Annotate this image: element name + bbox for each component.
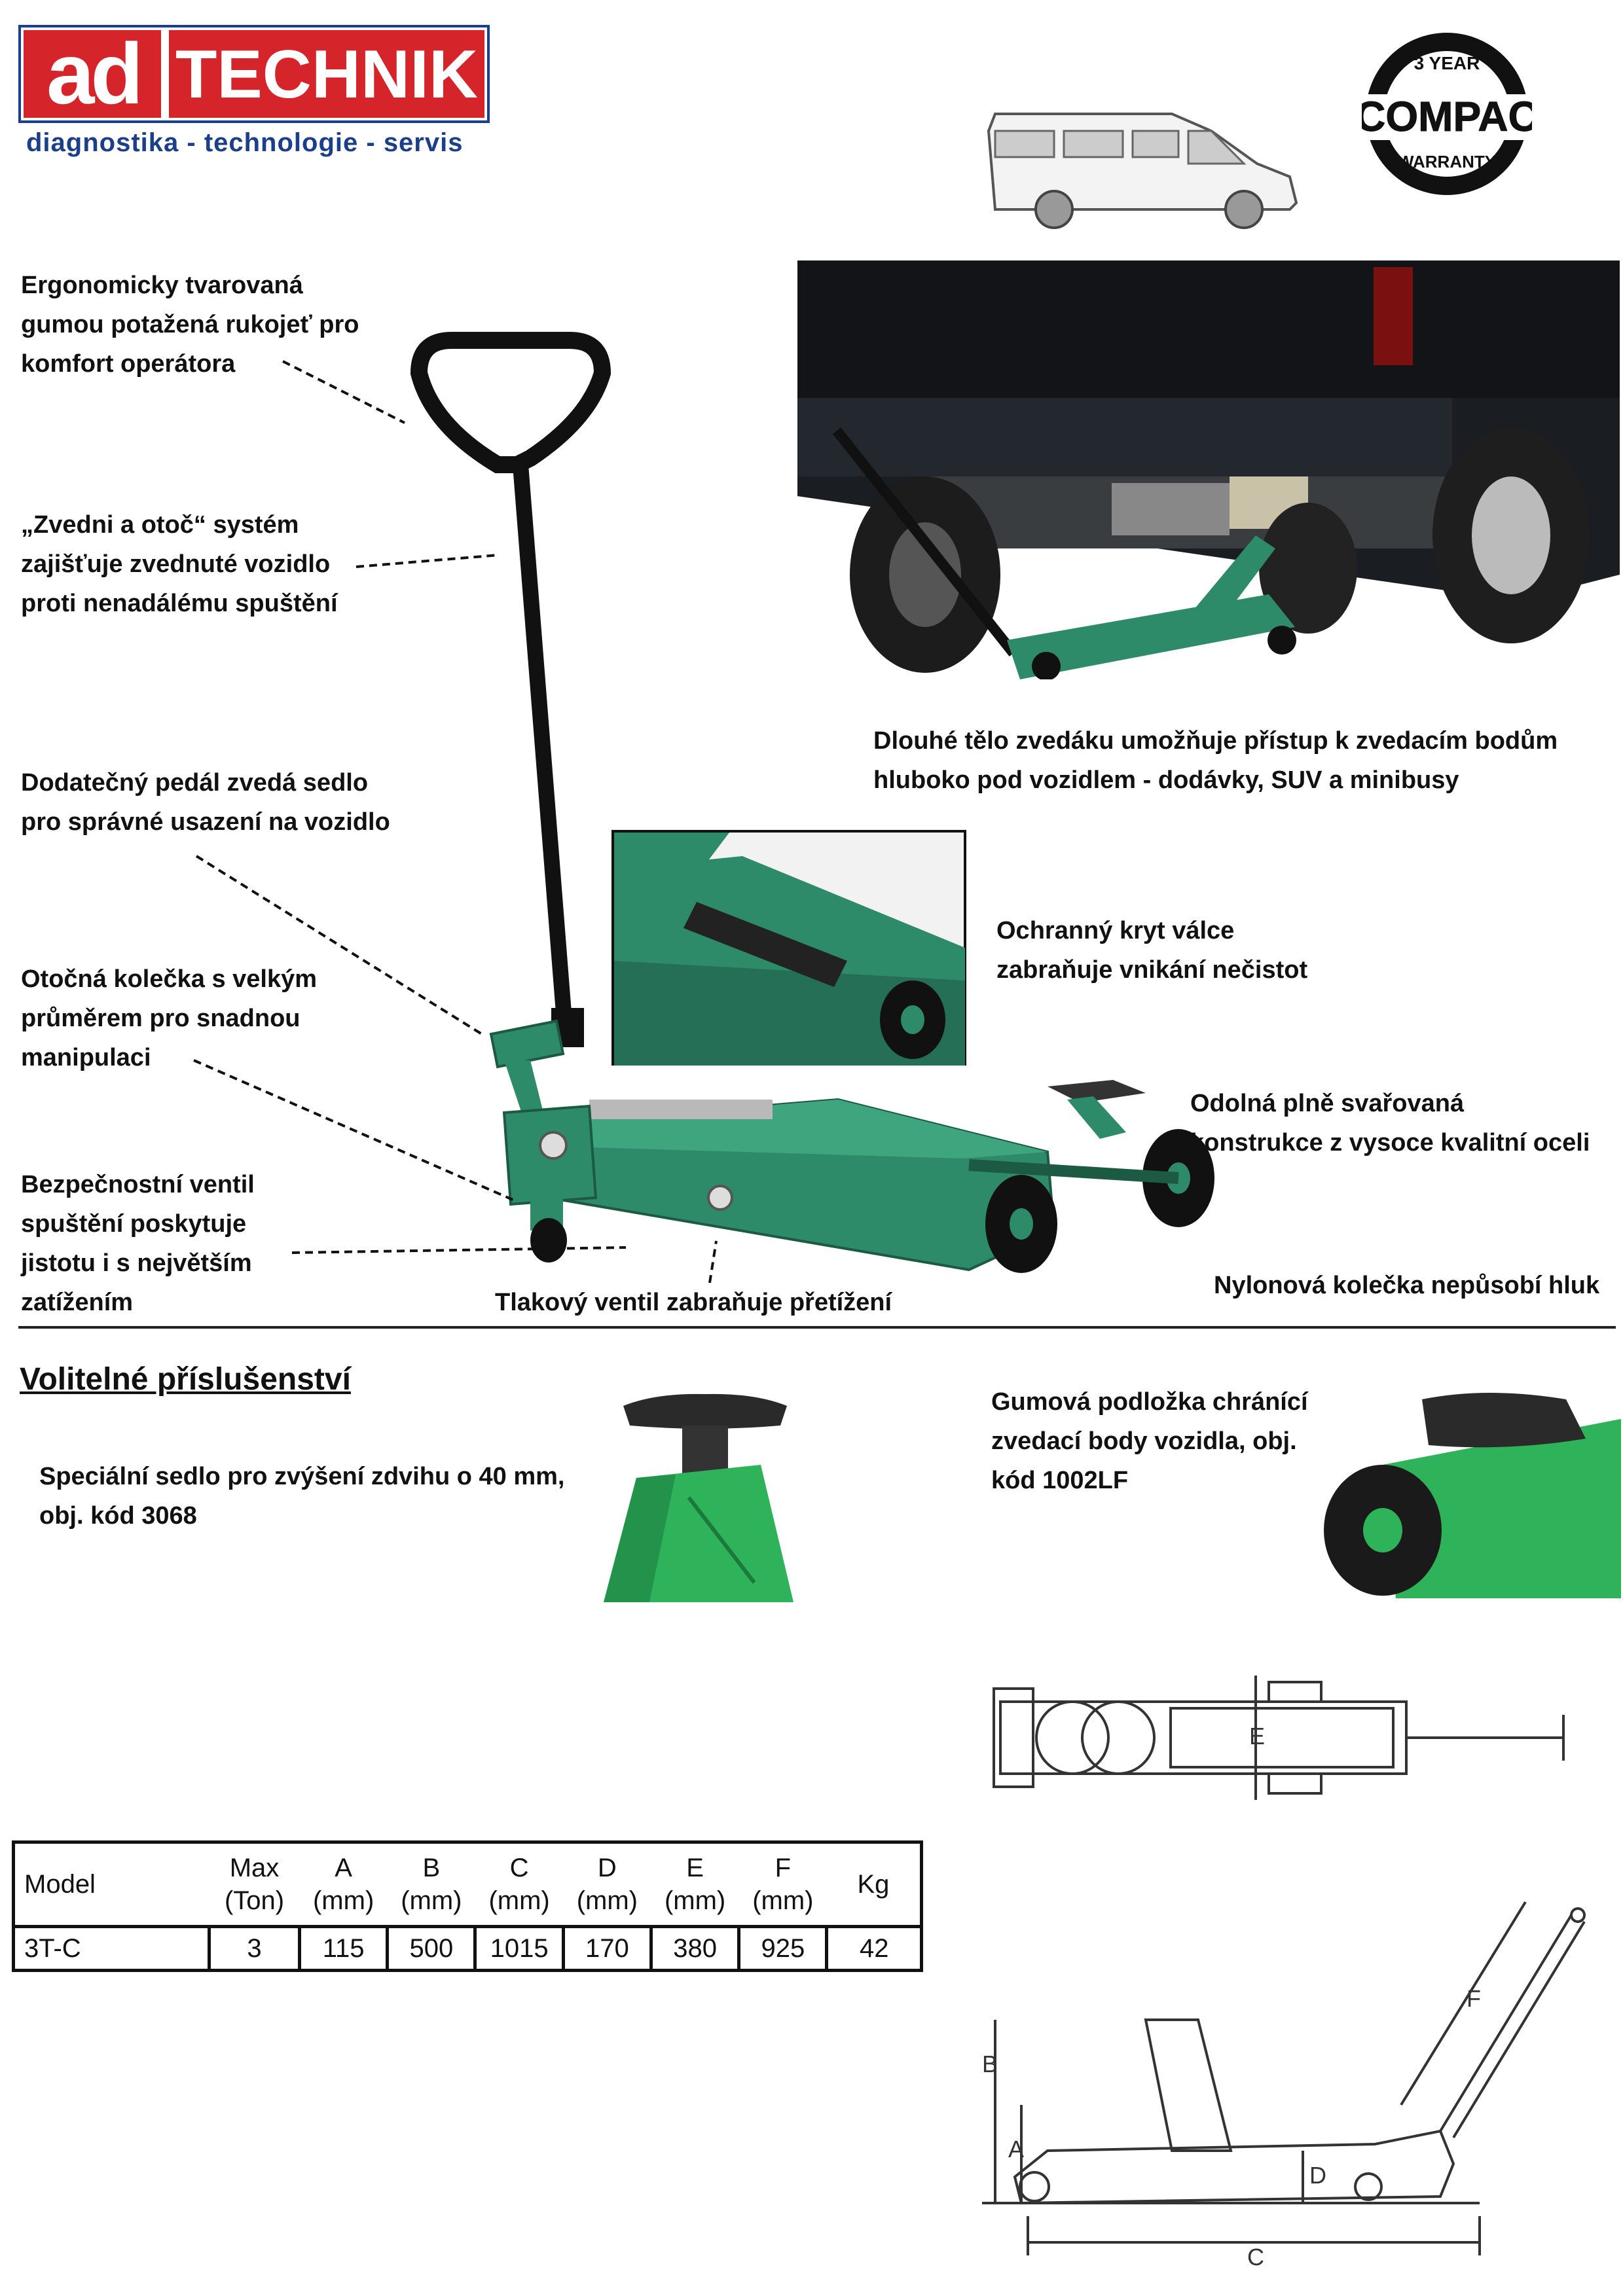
accessory-pad-line: Gumová podložka chránící: [991, 1388, 1308, 1416]
accessory-pad-line: kód 1002LF: [991, 1467, 1129, 1494]
callout-lift-turn-line: proti nenadálému spuštění: [21, 590, 338, 617]
spec-cell: 115: [298, 1925, 390, 1972]
accessory-pad-line: zvedací body vozidla, obj.: [991, 1427, 1297, 1455]
spec-cell: 42: [825, 1925, 923, 1972]
top-view-drawing: E: [993, 1676, 1565, 1800]
callout-safety-valve-line: Bezpečnostní ventil: [21, 1171, 255, 1198]
callout-handle: Ergonomicky tvarovaná gumou potažená ruk…: [21, 266, 359, 384]
callout-lift-turn: „Zvedni a otoč“ systém zajišťuje zvednut…: [21, 505, 338, 623]
logo-name: TECHNIK: [175, 37, 479, 113]
callout-welded-line: konstrukce z vysoce kvalitní oceli: [1190, 1129, 1590, 1157]
badge-brand: COMPAC: [1362, 93, 1532, 140]
accessory-saddle-photo: [597, 1386, 813, 1602]
van-underbody-photo: [797, 260, 1620, 679]
callout-welded-line: Odolná plně svařovaná: [1190, 1090, 1465, 1117]
spec-col-header: Model: [11, 1840, 210, 1928]
accessories-title: Volitelné příslušenství: [20, 1362, 351, 1397]
spec-col-header: B(mm): [387, 1840, 475, 1928]
spec-col-header: F(mm): [739, 1840, 827, 1928]
accessory-saddle-text: Speciální sedlo pro zvýšení zdvihu o 40 …: [39, 1457, 564, 1535]
warranty-badge: 3 YEAR COMPAC WARRANTY: [1362, 33, 1532, 195]
spec-col-header: Max(Ton): [209, 1840, 300, 1928]
table-row: 3T-C 3 115 500 1015 170 380 925 42: [11, 1925, 923, 1972]
logo-mark: ad: [46, 26, 143, 122]
callout-safety-valve: Bezpečnostní ventil spuštění poskytuje j…: [21, 1165, 255, 1322]
callout-cylinder-cover-line: zabraňuje vnikání nečistot: [996, 956, 1308, 984]
callout-welded: Odolná plně svařovaná konstrukce z vysoc…: [1190, 1084, 1590, 1162]
spec-col-header: D(mm): [563, 1840, 651, 1928]
callout-safety-valve-line: jistotu i s největším: [21, 1249, 252, 1277]
spec-col-header: C(mm): [475, 1840, 564, 1928]
spec-cell: 500: [386, 1925, 477, 1972]
callout-long-body: Dlouhé tělo zvedáku umožňuje přístup k z…: [873, 721, 1558, 800]
dimension-label-f: F: [1467, 1985, 1481, 2012]
callout-lift-turn-line: zajišťuje zvednuté vozidlo: [21, 550, 331, 578]
callout-pressure-valve: Tlakový ventil zabraňuje přetížení: [495, 1289, 892, 1316]
dimension-label-c: C: [1247, 2244, 1264, 2269]
accessory-saddle-line: obj. kód 3068: [39, 1502, 197, 1530]
spec-cell: 3: [208, 1925, 302, 1972]
spec-cell: 925: [737, 1925, 829, 1972]
callout-safety-valve-line: spuštění poskytuje: [21, 1210, 247, 1238]
trolley-jack-photo: [410, 332, 1214, 1273]
callout-pedal-line: pro správné usazení na vozidlo: [21, 808, 390, 836]
spec-table-header-row: Model Max(Ton) A(mm) B(mm) C(mm) D(mm) E…: [11, 1840, 923, 1928]
callout-cylinder-cover-line: Ochranný kryt válce: [996, 917, 1235, 944]
callout-lift-turn-line: „Zvedni a otoč“ systém: [21, 511, 299, 539]
callout-casters: Otočná kolečka s velkým průměrem pro sna…: [21, 960, 317, 1077]
spec-col-header: A(mm): [299, 1840, 388, 1928]
logo-ad-block: [24, 30, 161, 118]
dimension-label-a: A: [1008, 2136, 1024, 2162]
badge-top-text: 3 YEAR: [1414, 53, 1480, 73]
spec-col-header: Kg: [826, 1840, 923, 1928]
cylinder-cover-detail-photo: [611, 830, 966, 1066]
leader-pressure-valve: [708, 1240, 718, 1283]
badge-bottom-text: WARRANTY: [1398, 152, 1496, 171]
callout-pedal-line: Dodatečný pedál zvedá sedlo: [21, 769, 369, 797]
dimension-label-b: B: [982, 2051, 998, 2077]
spec-cell: 380: [649, 1925, 741, 1972]
dimension-label-e: E: [1249, 1723, 1265, 1749]
accessory-pad-text: Gumová podložka chránící zvedací body vo…: [991, 1382, 1319, 1500]
van-illustration: [987, 113, 1298, 229]
callout-long-body-line: hluboko pod vozidlem - dodávky, SUV a mi…: [873, 766, 1459, 794]
spec-table: Model Max(Ton) A(mm) B(mm) C(mm) D(mm) E…: [11, 1840, 923, 1972]
callout-casters-line: manipulaci: [21, 1044, 151, 1071]
callout-long-body-line: Dlouhé tělo zvedáku umožňuje přístup k z…: [873, 727, 1558, 755]
side-view-drawing: B A D C F: [982, 1901, 1586, 2269]
logo-name-block: [169, 30, 484, 118]
callout-handle-line: Ergonomicky tvarovaná: [21, 272, 303, 299]
dimension-label-d: D: [1309, 2162, 1326, 2189]
callout-handle-line: gumou potažená rukojeť pro: [21, 311, 359, 338]
callout-cylinder-cover: Ochranný kryt válce zabraňuje vnikání ne…: [996, 911, 1307, 990]
spec-cell: 1015: [473, 1925, 565, 1972]
callout-safety-valve-line: zatížením: [21, 1289, 134, 1316]
leader-handle: [282, 360, 405, 424]
spec-cell: 170: [561, 1925, 653, 1972]
spec-cell: 3T-C: [11, 1925, 211, 1972]
leader-pedal: [195, 855, 483, 1035]
accessory-saddle-line: Speciální sedlo pro zvýšení zdvihu o 40 …: [39, 1463, 565, 1490]
callout-casters-line: průměrem pro snadnou: [21, 1005, 301, 1032]
leader-casters: [193, 1059, 518, 1203]
accessory-rubber-pad-photo: [1317, 1380, 1621, 1598]
callout-leader-lines: [193, 360, 718, 1283]
spec-col-header: E(mm): [651, 1840, 739, 1928]
callout-pedal: Dodatečný pedál zvedá sedlo pro správné …: [21, 763, 390, 842]
callout-casters-line: Otočná kolečka s velkým: [21, 965, 318, 993]
section-divider: [18, 1326, 1616, 1329]
leader-safety-valve: [291, 1246, 627, 1254]
callout-nylon-wheels: Nylonová kolečka nepůsobí hluk: [1214, 1272, 1600, 1299]
logo-subtitle: diagnostika - technologie - servis: [26, 128, 464, 157]
leader-lift-turn: [356, 554, 500, 568]
callout-handle-line: komfort operátora: [21, 350, 236, 378]
